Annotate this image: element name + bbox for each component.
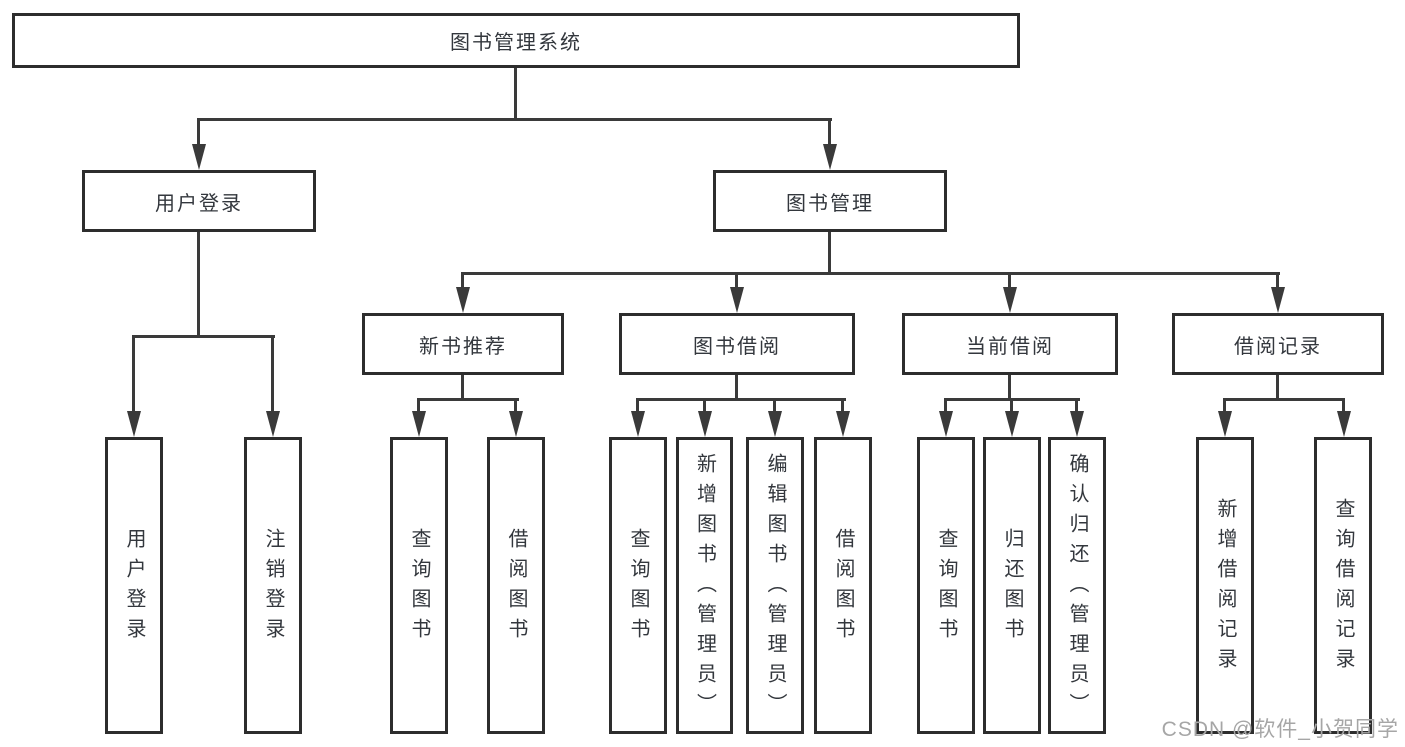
leaf-return-books-label: 归还图书 [1001,527,1023,648]
leaf-recommend-borrow-books-label: 借阅图书 [505,527,527,648]
node-new-book-recommend: 新书推荐 [362,313,564,375]
leaf-recommend-query-books-label: 查询图书 [408,527,430,648]
arrow-down-icon [266,411,280,437]
connector-drop-book-management [828,118,831,144]
arrow-down-icon [1003,287,1017,313]
leaf-logout-label: 注销登录 [262,527,284,648]
connector-drop [1010,398,1013,411]
arrow-down-icon [127,411,141,437]
leaf-recommend-query-books: 查询图书 [390,437,448,734]
arrow-down-icon [412,411,426,437]
arrow-down-icon [509,411,523,437]
connector-book-management-rail [461,272,1280,275]
connector-drop-borrow-records [1276,272,1279,287]
arrow-down-icon [456,287,470,313]
connector-drop [773,398,776,411]
arrow-down-icon [698,411,712,437]
connector-drop-book-borrow [735,272,738,287]
leaf-confirm-return-admin-label: 确认归还（管理员） [1066,452,1088,723]
leaf-add-borrow-record: 新增借阅记录 [1196,437,1254,734]
leaf-user-login-label: 用户登录 [123,527,145,648]
connector-drop-leaf-user-login [132,335,135,411]
node-root-label: 图书管理系统 [450,32,582,54]
leaf-confirm-return-admin: 确认归还（管理员） [1048,437,1106,734]
leaf-recommend-borrow-books: 借阅图书 [487,437,545,734]
leaf-borrow-query-books-label: 查询图书 [627,527,649,648]
connector-drop-current-borrow [1008,272,1011,287]
connector-drop-new-book-recommend [461,272,464,287]
arrow-down-icon [1337,411,1351,437]
connector-drop [703,398,706,411]
leaf-query-borrow-record: 查询借阅记录 [1314,437,1372,734]
connector-book-borrow-stem [735,375,738,398]
arrow-down-icon [1218,411,1232,437]
arrow-down-icon [192,144,206,170]
leaf-edit-books-admin: 编辑图书（管理员） [746,437,804,734]
csdn-watermark: CSDN @软件_小贺同学 [1161,718,1399,741]
arrow-down-icon [823,144,837,170]
node-user-login: 用户登录 [82,170,316,232]
connector-borrow-records-stem [1276,375,1279,398]
leaf-add-borrow-record-label: 新增借阅记录 [1214,497,1236,678]
node-new-book-recommend-label: 新书推荐 [419,335,507,358]
leaf-return-books: 归还图书 [983,437,1041,734]
leaf-borrow-books-label: 借阅图书 [832,527,854,648]
connector-drop [417,398,420,411]
leaf-edit-books-admin-label: 编辑图书（管理员） [764,452,786,723]
leaf-query-borrow-record-label: 查询借阅记录 [1332,497,1354,678]
connector-book-borrow-rail [636,398,846,401]
connector-borrow-records-rail [1223,398,1345,401]
node-book-borrow: 图书借阅 [619,313,855,375]
connector-user-login-stem [197,232,200,335]
node-book-management-label: 图书管理 [786,192,874,215]
node-book-management: 图书管理 [713,170,947,232]
leaf-borrow-books: 借阅图书 [814,437,872,734]
connector-drop-leaf-logout [271,335,274,411]
node-current-borrow-label: 当前借阅 [966,335,1054,358]
connector-drop [1342,398,1345,411]
node-root: 图书管理系统 [12,13,1020,68]
node-borrow-records-label: 借阅记录 [1234,335,1322,358]
leaf-user-login: 用户登录 [105,437,163,734]
connector-root-stem [514,68,517,118]
arrow-down-icon [631,411,645,437]
leaf-current-query-books-label: 查询图书 [935,527,957,648]
connector-current-borrow-stem [1008,375,1011,398]
node-borrow-records: 借阅记录 [1172,313,1384,375]
arrow-down-icon [939,411,953,437]
connector-user-login-rail [132,335,275,338]
connector-drop [1075,398,1078,411]
leaf-current-query-books: 查询图书 [917,437,975,734]
arrow-down-icon [1271,287,1285,313]
connector-root-rail [197,118,832,121]
leaf-add-books-admin-label: 新增图书（管理员） [693,452,716,723]
arrow-down-icon [836,411,850,437]
connector-drop [944,398,947,411]
node-current-borrow: 当前借阅 [902,313,1118,375]
connector-drop [636,398,639,411]
connector-drop [1223,398,1226,411]
connector-drop-user-login [197,118,200,144]
leaf-borrow-query-books: 查询图书 [609,437,667,734]
leaf-add-books-admin: 新增图书（管理员） [676,437,733,734]
connector-new-book-recommend-stem [461,375,464,398]
node-user-login-label: 用户登录 [155,192,243,215]
arrow-down-icon [768,411,782,437]
connector-drop [841,398,844,411]
arrow-down-icon [1005,411,1019,437]
node-book-borrow-label: 图书借阅 [693,335,781,358]
connector-drop [514,398,517,411]
connector-new-book-recommend-rail [417,398,519,401]
connector-book-management-stem [828,232,831,272]
arrow-down-icon [1070,411,1084,437]
arrow-down-icon [730,287,744,313]
leaf-logout: 注销登录 [244,437,302,734]
